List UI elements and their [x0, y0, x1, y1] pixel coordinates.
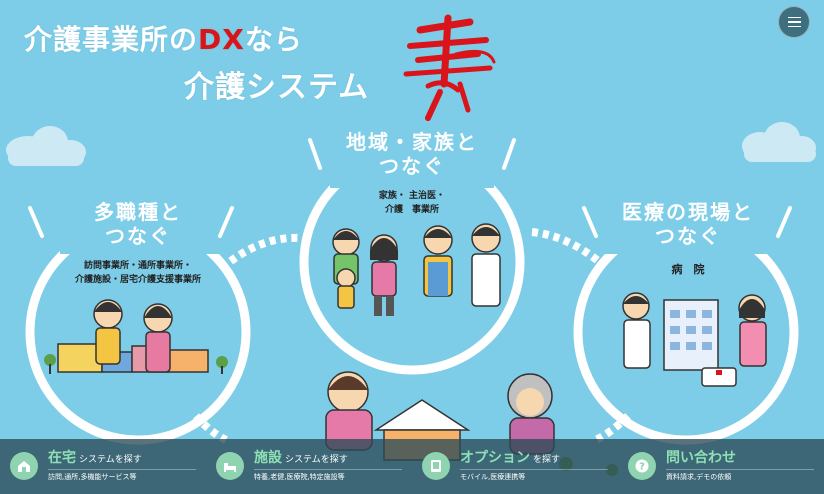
kotobuki-logo-icon: [403, 14, 496, 121]
nav-facility-suffix: システムを探す: [285, 455, 348, 465]
circle-left-title-2: つなぐ: [105, 224, 171, 248]
circle-left-ring: [25, 219, 251, 445]
menu-icon-bar: [787, 16, 801, 19]
nav-divider-line: [460, 469, 608, 470]
headline-text: 介護事業所の: [24, 23, 199, 56]
nav-facility-main: 施設: [254, 450, 282, 466]
nav-options[interactable]: オプションを探す モバイル,医療連携等: [412, 439, 618, 494]
circle-right-title: 医療の現場と つなぐ: [604, 200, 772, 248]
nav-options-desc: モバイル,医療連携等: [460, 473, 526, 481]
question-icon: ?: [628, 452, 656, 480]
circle-right-title-2: つなぐ: [655, 224, 721, 248]
circle-left-title: 多職種と つなぐ: [68, 200, 208, 248]
facility-bed-icon: [216, 452, 244, 480]
circle-center-sub-2: 介護 事業所: [384, 204, 439, 215]
hero-headline-line1: 介護事業所のDXなら: [24, 18, 303, 58]
svg-text:?: ?: [639, 462, 645, 473]
circle-left-subtitle: 訪問事業所・通所事業所・ 介護施設・居宅介護支援事業所: [58, 260, 218, 287]
nav-facility[interactable]: 施設システムを探す 特養,老健,医療院,特定施設等: [206, 439, 412, 494]
circle-center-subtitle: 家族・ 主治医・ 介護 事業所: [362, 190, 462, 217]
burst-lines: [28, 138, 792, 238]
bottom-nav: 在宅システムを探す 訪問,通所,多機能サービス等 施設システムを探す 特養,老健…: [0, 439, 824, 494]
bottom-scene: [325, 371, 618, 476]
tablet-icon: [422, 452, 450, 480]
nav-options-suffix: を探す: [533, 455, 561, 465]
nav-contact-desc: 資料請求,デモの依頼: [666, 473, 732, 481]
hamburger-menu-button[interactable]: [778, 6, 810, 38]
circle-left-sub-1: 訪問事業所・通所事業所・: [83, 261, 192, 271]
nav-contact-main: 問い合わせ: [666, 450, 736, 466]
headline-text-post: なら: [244, 23, 303, 56]
menu-icon-bar: [787, 21, 801, 23]
nav-options-main: オプション: [460, 450, 530, 466]
circle-right-sub-1: 病 院: [671, 263, 705, 276]
headline-accent: DX: [198, 23, 245, 56]
nav-divider-line: [254, 469, 402, 470]
circle-right-title-1: 医療の現場と: [622, 200, 754, 224]
nav-divider-line: [48, 469, 196, 470]
cloud-right: [742, 122, 816, 162]
nav-home-care-main: 在宅: [48, 450, 76, 466]
nav-home-care-desc: 訪問,通所,多機能サービス等: [48, 473, 137, 481]
left-scene: [44, 299, 228, 374]
nav-contact[interactable]: ? 問い合わせ 資料請求,デモの依頼: [618, 439, 824, 494]
circle-left-sub-2: 介護施設・居宅介護支援事業所: [74, 274, 201, 285]
circle-center-sub-1: 家族・ 主治医・: [378, 191, 446, 201]
nav-home-care[interactable]: 在宅システムを探す 訪問,通所,多機能サービス等: [0, 439, 206, 494]
circle-left-title-1: 多職種と: [94, 200, 182, 224]
nav-divider-line: [666, 469, 814, 470]
cloud-left: [6, 126, 86, 166]
menu-icon-bar: [787, 25, 801, 28]
nav-facility-desc: 特養,老健,医療院,特定施設等: [254, 473, 345, 481]
circle-center-title-1: 地域・家族と: [346, 130, 478, 154]
home-care-icon: [10, 452, 38, 480]
center-scene: [332, 223, 501, 316]
right-scene: [622, 292, 767, 387]
circle-center-title-2: つなぐ: [379, 154, 445, 178]
circle-right-subtitle: 病 院: [640, 262, 736, 279]
nav-home-care-suffix: システムを探す: [79, 455, 142, 465]
hero-headline-line2: 介護システム: [184, 70, 370, 105]
circle-center-title: 地域・家族と つなぐ: [336, 130, 488, 178]
